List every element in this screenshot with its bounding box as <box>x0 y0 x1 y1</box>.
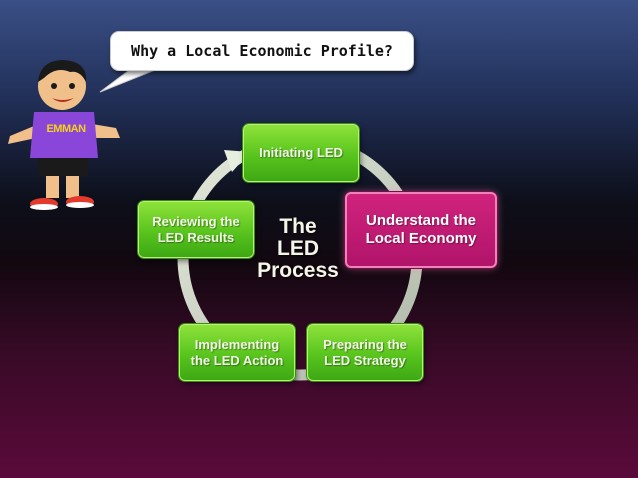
mascot-illustration <box>8 60 120 210</box>
step-label: LED Results <box>157 229 235 245</box>
step-label: Understand the <box>365 212 476 229</box>
step-label: Initiating LED <box>259 145 343 161</box>
step-implementing-led-action: Implementing the LED Action <box>179 324 295 381</box>
step-label: the LED Action <box>190 352 284 368</box>
mascot-shirt-text: EMMAN <box>46 123 86 135</box>
center-line: LED <box>277 237 319 261</box>
step-label: LED Strategy <box>324 352 406 368</box>
callout-text: Why a Local Economic Profile? <box>131 42 393 60</box>
center-label: The LED Process <box>252 215 344 283</box>
step-label: Reviewing the <box>152 213 240 229</box>
center-line: The <box>279 215 317 238</box>
step-label: Preparing the <box>323 336 407 352</box>
step-initiating-led: Initiating LED <box>243 124 359 182</box>
step-label: Local Economy <box>365 230 477 247</box>
step-understand-local-economy: Understand the Local Economy <box>345 192 497 268</box>
speech-bubble: Why a Local Economic Profile? <box>110 31 414 71</box>
center-line: Process <box>257 259 339 283</box>
step-label: Implementing <box>194 336 280 352</box>
step-reviewing-led-results: Reviewing the LED Results <box>138 201 254 258</box>
step-preparing-led-strategy: Preparing the LED Strategy <box>307 324 423 381</box>
